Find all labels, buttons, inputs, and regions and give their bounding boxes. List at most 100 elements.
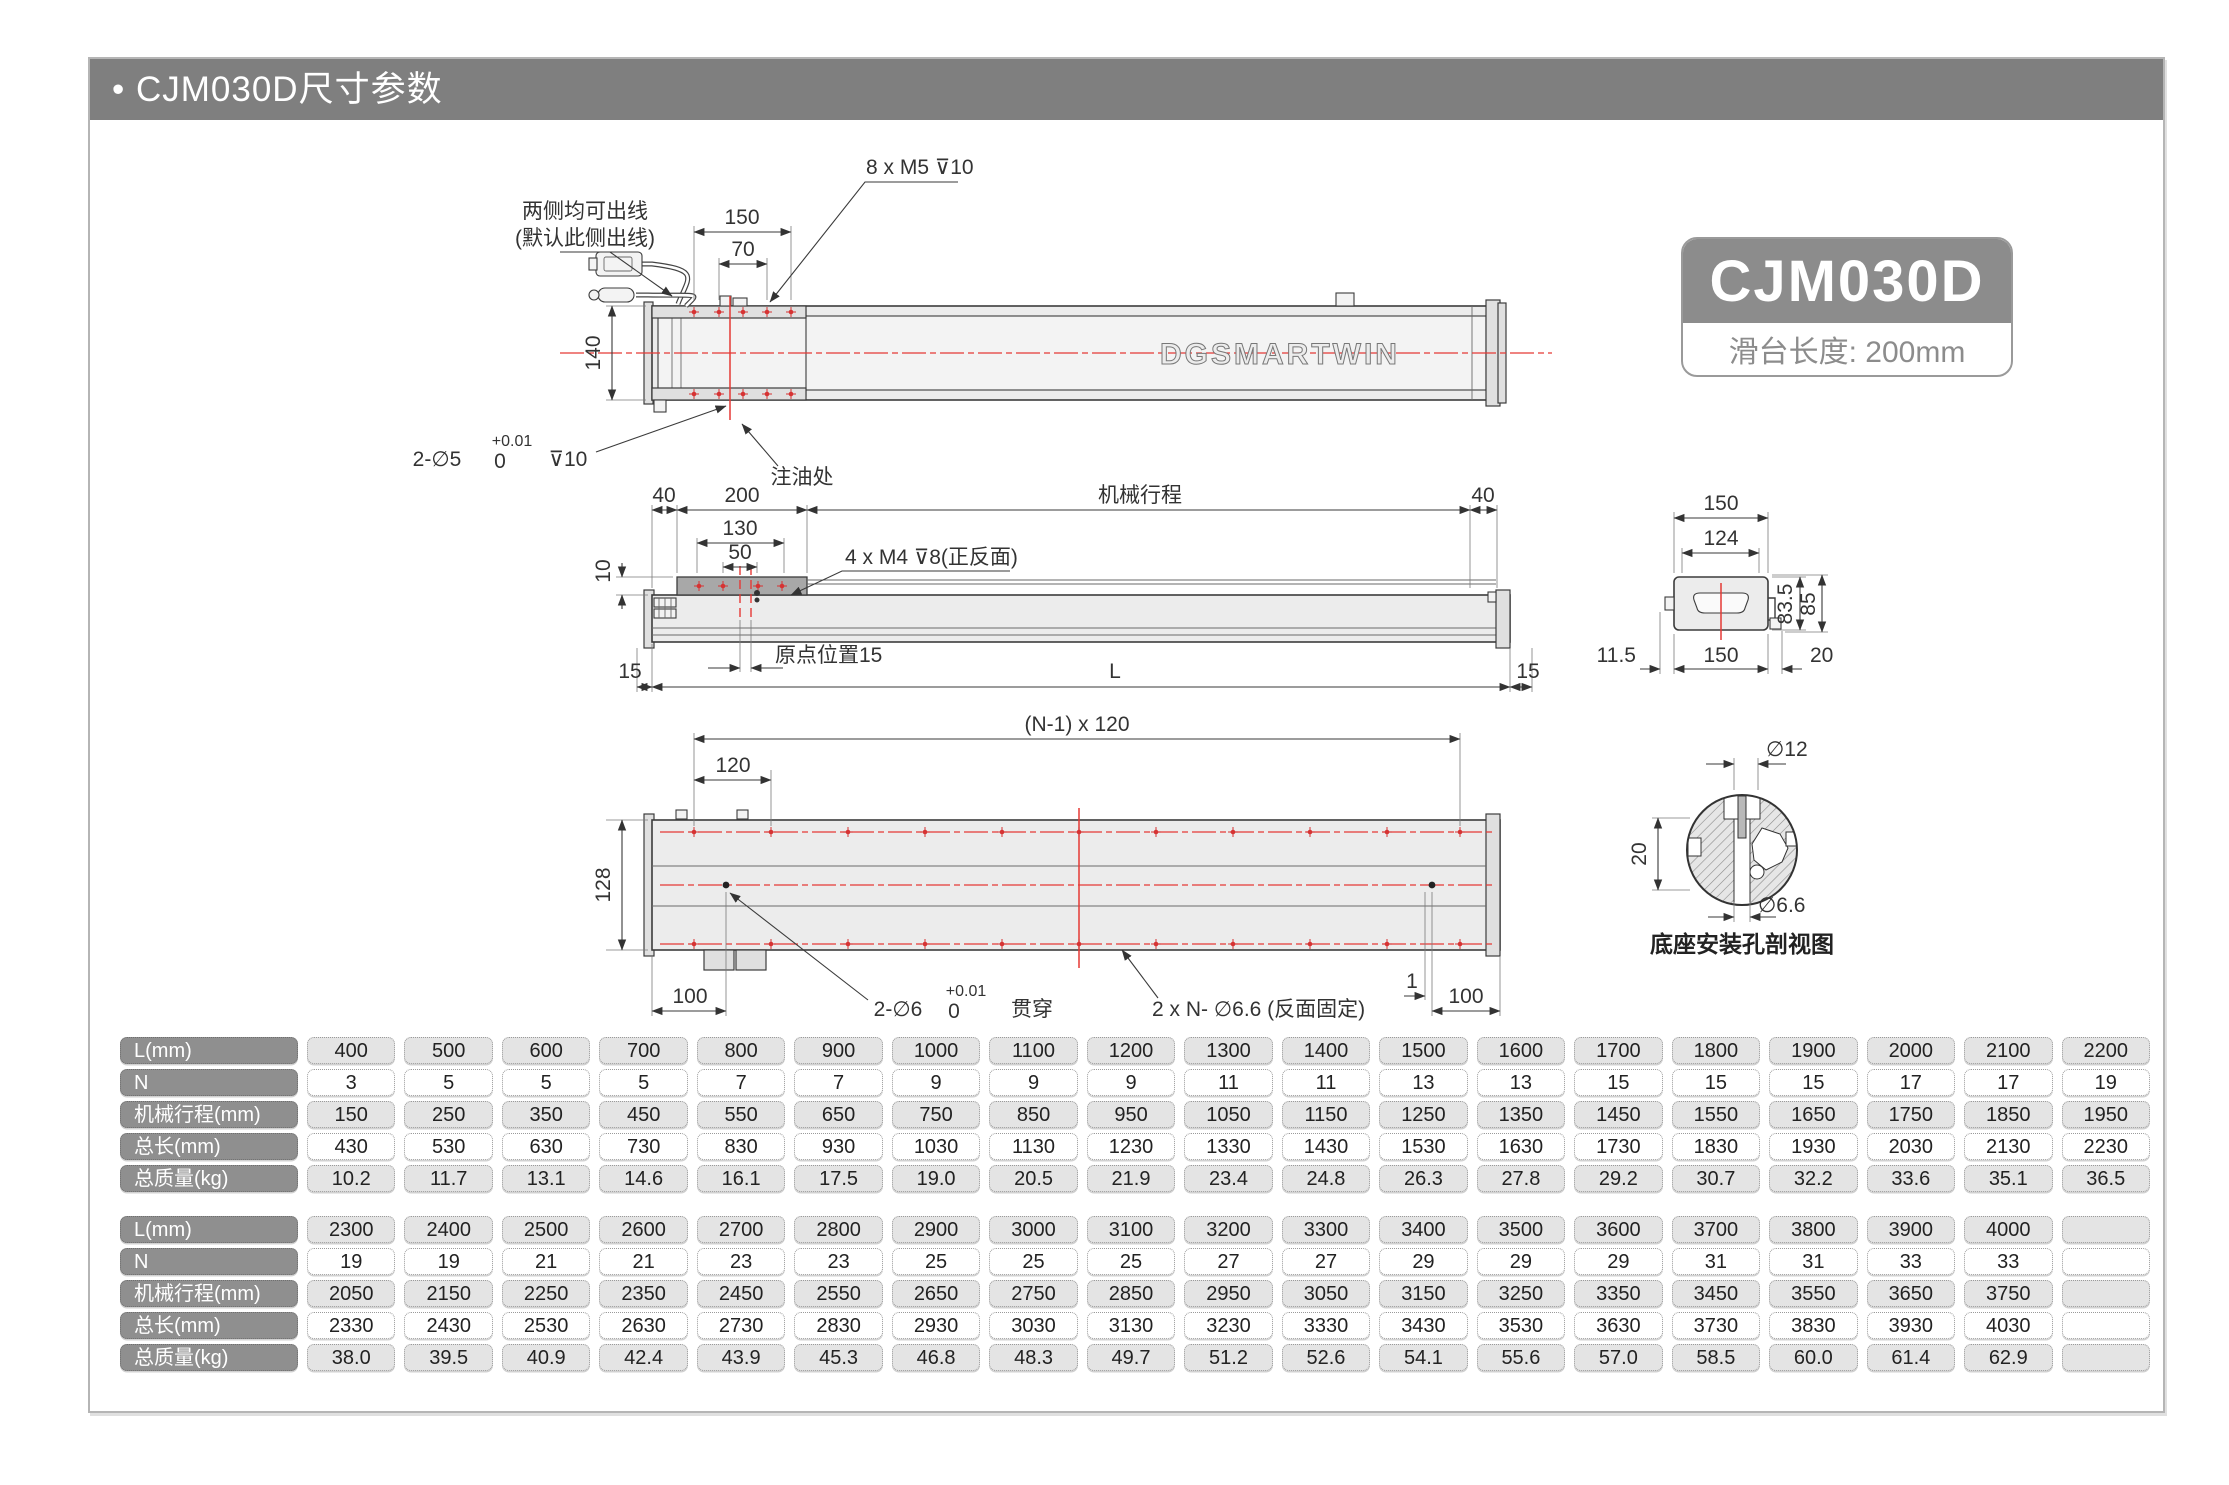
dia-12-label: ∅12 <box>1766 738 1808 761</box>
dsub-connector <box>595 251 643 277</box>
section-detail: ∅12 20 ∅6.6 底座安装孔剖视图 <box>1628 738 1834 957</box>
value-cell: 1930 <box>1769 1133 1858 1160</box>
value-cell: 29.2 <box>1574 1165 1663 1192</box>
value-cell: 11.7 <box>404 1165 493 1192</box>
value-cell: 2550 <box>794 1280 883 1307</box>
value-cell <box>2061 1248 2150 1275</box>
value-cell: 26.3 <box>1379 1165 1468 1192</box>
value-cell <box>2061 1312 2150 1339</box>
value-cell: 2200 <box>2061 1037 2150 1064</box>
value-cell: 32.2 <box>1769 1165 1858 1192</box>
value-cell: 3230 <box>1184 1312 1273 1339</box>
slider-length-label: 滑台长度: 200mm <box>1728 336 1966 369</box>
value-cell: 930 <box>794 1133 883 1160</box>
value-cell: 25 <box>989 1248 1078 1275</box>
pin-hole-tol-up: +0.01 <box>492 433 533 450</box>
value-cell: 900 <box>794 1037 883 1064</box>
end-view: 150 124 83.5 85 11.5 150 20 <box>1597 492 1833 674</box>
value-cell: 3700 <box>1671 1216 1761 1243</box>
value-cell: 2050 <box>307 1280 396 1307</box>
base-hole-label: 2-∅6 <box>874 998 923 1021</box>
row-label: L(mm) <box>120 1216 298 1243</box>
value-cell: 49.7 <box>1086 1344 1176 1371</box>
dim-200-label: 200 <box>724 484 759 507</box>
value-cell: 3600 <box>1574 1216 1663 1243</box>
value-cell: 36.5 <box>2061 1165 2150 1192</box>
value-cell: 54.1 <box>1379 1344 1468 1371</box>
value-cell: 24.8 <box>1281 1165 1371 1192</box>
value-cell: 35.1 <box>1964 1165 2053 1192</box>
value-cell: 1700 <box>1574 1037 1663 1064</box>
value-cell: 530 <box>404 1133 493 1160</box>
value-cell: 27.8 <box>1476 1165 1566 1192</box>
value-cell: 1250 <box>1379 1101 1468 1128</box>
dim-150-label: 150 <box>724 206 759 229</box>
dim-150-top-label: 150 <box>1703 492 1738 515</box>
dim-20-end-label: 20 <box>1810 644 1833 667</box>
value-cell: 9 <box>989 1069 1078 1096</box>
bottom-view: (N-1) x 120 120 128 100 2-∅6 +0.01 0 贯穿 … <box>592 713 1501 1023</box>
value-cell: 2600 <box>599 1216 688 1243</box>
value-cell: 30.7 <box>1671 1165 1761 1192</box>
value-cell: 3430 <box>1379 1312 1468 1339</box>
value-cell: 2500 <box>501 1216 591 1243</box>
value-cell: 21 <box>599 1248 688 1275</box>
value-cell: 550 <box>696 1101 786 1128</box>
value-cell: 13 <box>1379 1069 1468 1096</box>
value-cell: 3450 <box>1671 1280 1761 1307</box>
value-cell: 15 <box>1574 1069 1663 1096</box>
value-cell: 61.4 <box>1866 1344 1956 1371</box>
value-cell: 2800 <box>794 1216 883 1243</box>
value-cell: 1330 <box>1184 1133 1273 1160</box>
value-cell: 1100 <box>989 1037 1078 1064</box>
value-cell: 2700 <box>696 1216 786 1243</box>
value-cell: 1550 <box>1671 1101 1761 1128</box>
value-cell: 13.1 <box>501 1165 591 1192</box>
value-cell: 3100 <box>1086 1216 1176 1243</box>
row-label: N <box>120 1069 298 1096</box>
value-cell: 14.6 <box>599 1165 688 1192</box>
value-cell: 48.3 <box>989 1344 1078 1371</box>
mount-holes-label: 2 x N- ∅6.6 (反面固定) <box>1152 998 1365 1021</box>
value-cell: 58.5 <box>1671 1344 1761 1371</box>
value-cell: 25 <box>891 1248 981 1275</box>
value-cell: 2830 <box>794 1312 883 1339</box>
value-cell: 3830 <box>1769 1312 1858 1339</box>
value-cell: 3500 <box>1476 1216 1566 1243</box>
value-cell: 1600 <box>1476 1037 1566 1064</box>
value-cell: 11 <box>1184 1069 1273 1096</box>
value-cell: 31 <box>1671 1248 1761 1275</box>
dim-140-label: 140 <box>582 335 605 370</box>
value-cell: 3550 <box>1769 1280 1858 1307</box>
value-cell: 11 <box>1281 1069 1371 1096</box>
mech-stroke-label: 机械行程 <box>1098 484 1182 507</box>
value-cell: 2330 <box>307 1312 396 1339</box>
value-cell: 21 <box>501 1248 591 1275</box>
value-cell: 15 <box>1769 1069 1858 1096</box>
value-cell: 630 <box>501 1133 591 1160</box>
dim-11-5-label: 11.5 <box>1597 644 1636 667</box>
dim-10-label: 10 <box>592 559 615 582</box>
value-cell: 31 <box>1769 1248 1858 1275</box>
value-cell: 42.4 <box>599 1344 688 1371</box>
model-name: CJM030D <box>1683 239 2011 323</box>
value-cell: 1150 <box>1281 1101 1371 1128</box>
page-title: • CJM030D尺寸参数 <box>90 59 2163 120</box>
value-cell: 2900 <box>891 1216 981 1243</box>
value-cell: 1200 <box>1086 1037 1176 1064</box>
value-cell: 2000 <box>1866 1037 1956 1064</box>
value-cell: 1850 <box>1964 1101 2053 1128</box>
cable-note-line2: (默认此侧出线) <box>515 227 655 250</box>
dim-1-label: 1 <box>1406 970 1418 993</box>
value-cell: 1530 <box>1379 1133 1468 1160</box>
value-cell: 3900 <box>1866 1216 1956 1243</box>
value-cell: 3130 <box>1086 1312 1176 1339</box>
value-cell: 33 <box>1964 1248 2053 1275</box>
value-cell: 3200 <box>1184 1216 1273 1243</box>
value-cell: 3630 <box>1574 1312 1663 1339</box>
value-cell: 19 <box>404 1248 493 1275</box>
